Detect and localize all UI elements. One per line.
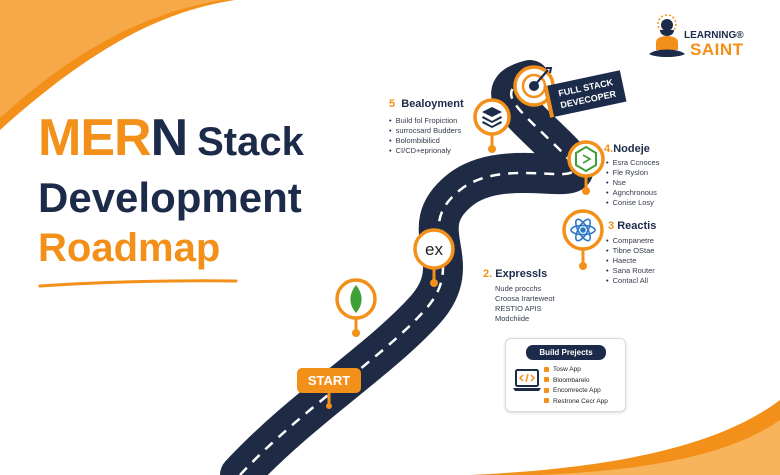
step-3-pin xyxy=(562,209,604,270)
list-item: Haecte xyxy=(606,256,655,266)
step-5-bullets: Build fol Fropiction surrocsard Budders … xyxy=(389,116,461,156)
list-item: Companetre xyxy=(606,236,655,246)
title-mer: MER xyxy=(38,109,152,167)
nodejs-icon xyxy=(575,145,597,173)
list-item: Agnchronous xyxy=(606,188,659,198)
start-badge: START xyxy=(297,368,361,393)
list-item: Conise Losy xyxy=(606,198,659,208)
step-1-pin xyxy=(335,278,377,337)
brand-logo: LEARNING® SAINT xyxy=(646,12,744,73)
step-4-bullets: Esra Ccnoces Fle Ryslon Nse Agnchronous … xyxy=(606,158,660,208)
title-n: N xyxy=(150,109,189,167)
step-4-title: 4.Nodeje xyxy=(604,143,650,155)
brand-line-1: LEARNING® xyxy=(684,30,744,41)
title-underline xyxy=(38,279,238,288)
brand-line-2: SAINT xyxy=(690,40,744,59)
list-item: Esra Ccnoces xyxy=(606,158,660,168)
list-item: Nude procchs xyxy=(495,284,542,293)
list-item: Restrone Cecr App xyxy=(544,397,608,408)
list-item: Build fol Fropiction xyxy=(389,116,461,126)
build-projects-list: Tosw App Bloombarelo Encomrecte App Rest… xyxy=(544,365,608,407)
react-icon xyxy=(570,218,596,242)
list-item: CI/CD+eprionaly xyxy=(389,146,461,156)
express-icon: ex xyxy=(425,240,443,259)
mongodb-leaf-icon xyxy=(350,285,362,313)
list-item: Tibne OStae xyxy=(606,246,655,256)
list-item: Nse xyxy=(606,178,659,188)
step-3-bullets: Companetre Tibne OStae Haecte Sana Route… xyxy=(606,236,655,286)
step-5-pin xyxy=(473,98,511,153)
laptop-code-icon xyxy=(513,369,541,391)
step-2-bullets: Nude procchs Croosa Irarteweot RESTIO AP… xyxy=(495,284,555,324)
layers-icon xyxy=(482,107,502,128)
meditating-saint-icon xyxy=(649,14,685,57)
step-4-pin xyxy=(567,140,605,195)
title-development: Development xyxy=(38,174,302,221)
list-item: surrocsard Budders xyxy=(389,126,461,136)
list-item: Contacl All xyxy=(606,276,655,286)
list-item: Modchiide xyxy=(495,314,530,323)
title-stack: Stack xyxy=(197,120,304,164)
step-3-title: 3 Reactis xyxy=(608,220,657,232)
step-5-title: 5 Bealoyment xyxy=(389,98,464,110)
step-2-pin: ex xyxy=(413,228,455,287)
list-item: Bolombibilicd xyxy=(389,136,461,146)
build-projects-card: Build Prejects Tosw App Bloombarelo Enco… xyxy=(505,338,626,412)
list-item: Tosw App xyxy=(544,365,608,376)
list-item: Fle Ryslon xyxy=(606,168,659,178)
list-item: Encomrecte App xyxy=(544,386,608,397)
goal-pin xyxy=(513,65,555,107)
list-item: Sana Router xyxy=(606,266,655,276)
list-item: RESTIO APIS xyxy=(495,304,542,313)
start-pin-icon xyxy=(326,393,332,409)
build-projects-title: Build Prejects xyxy=(526,345,606,360)
step-2-title: 2. Expressls xyxy=(483,268,548,280)
list-item: Croosa Irarteweot xyxy=(495,294,555,303)
list-item: Bloombarelo xyxy=(544,376,608,387)
title-roadmap: Roadmap xyxy=(38,226,221,270)
